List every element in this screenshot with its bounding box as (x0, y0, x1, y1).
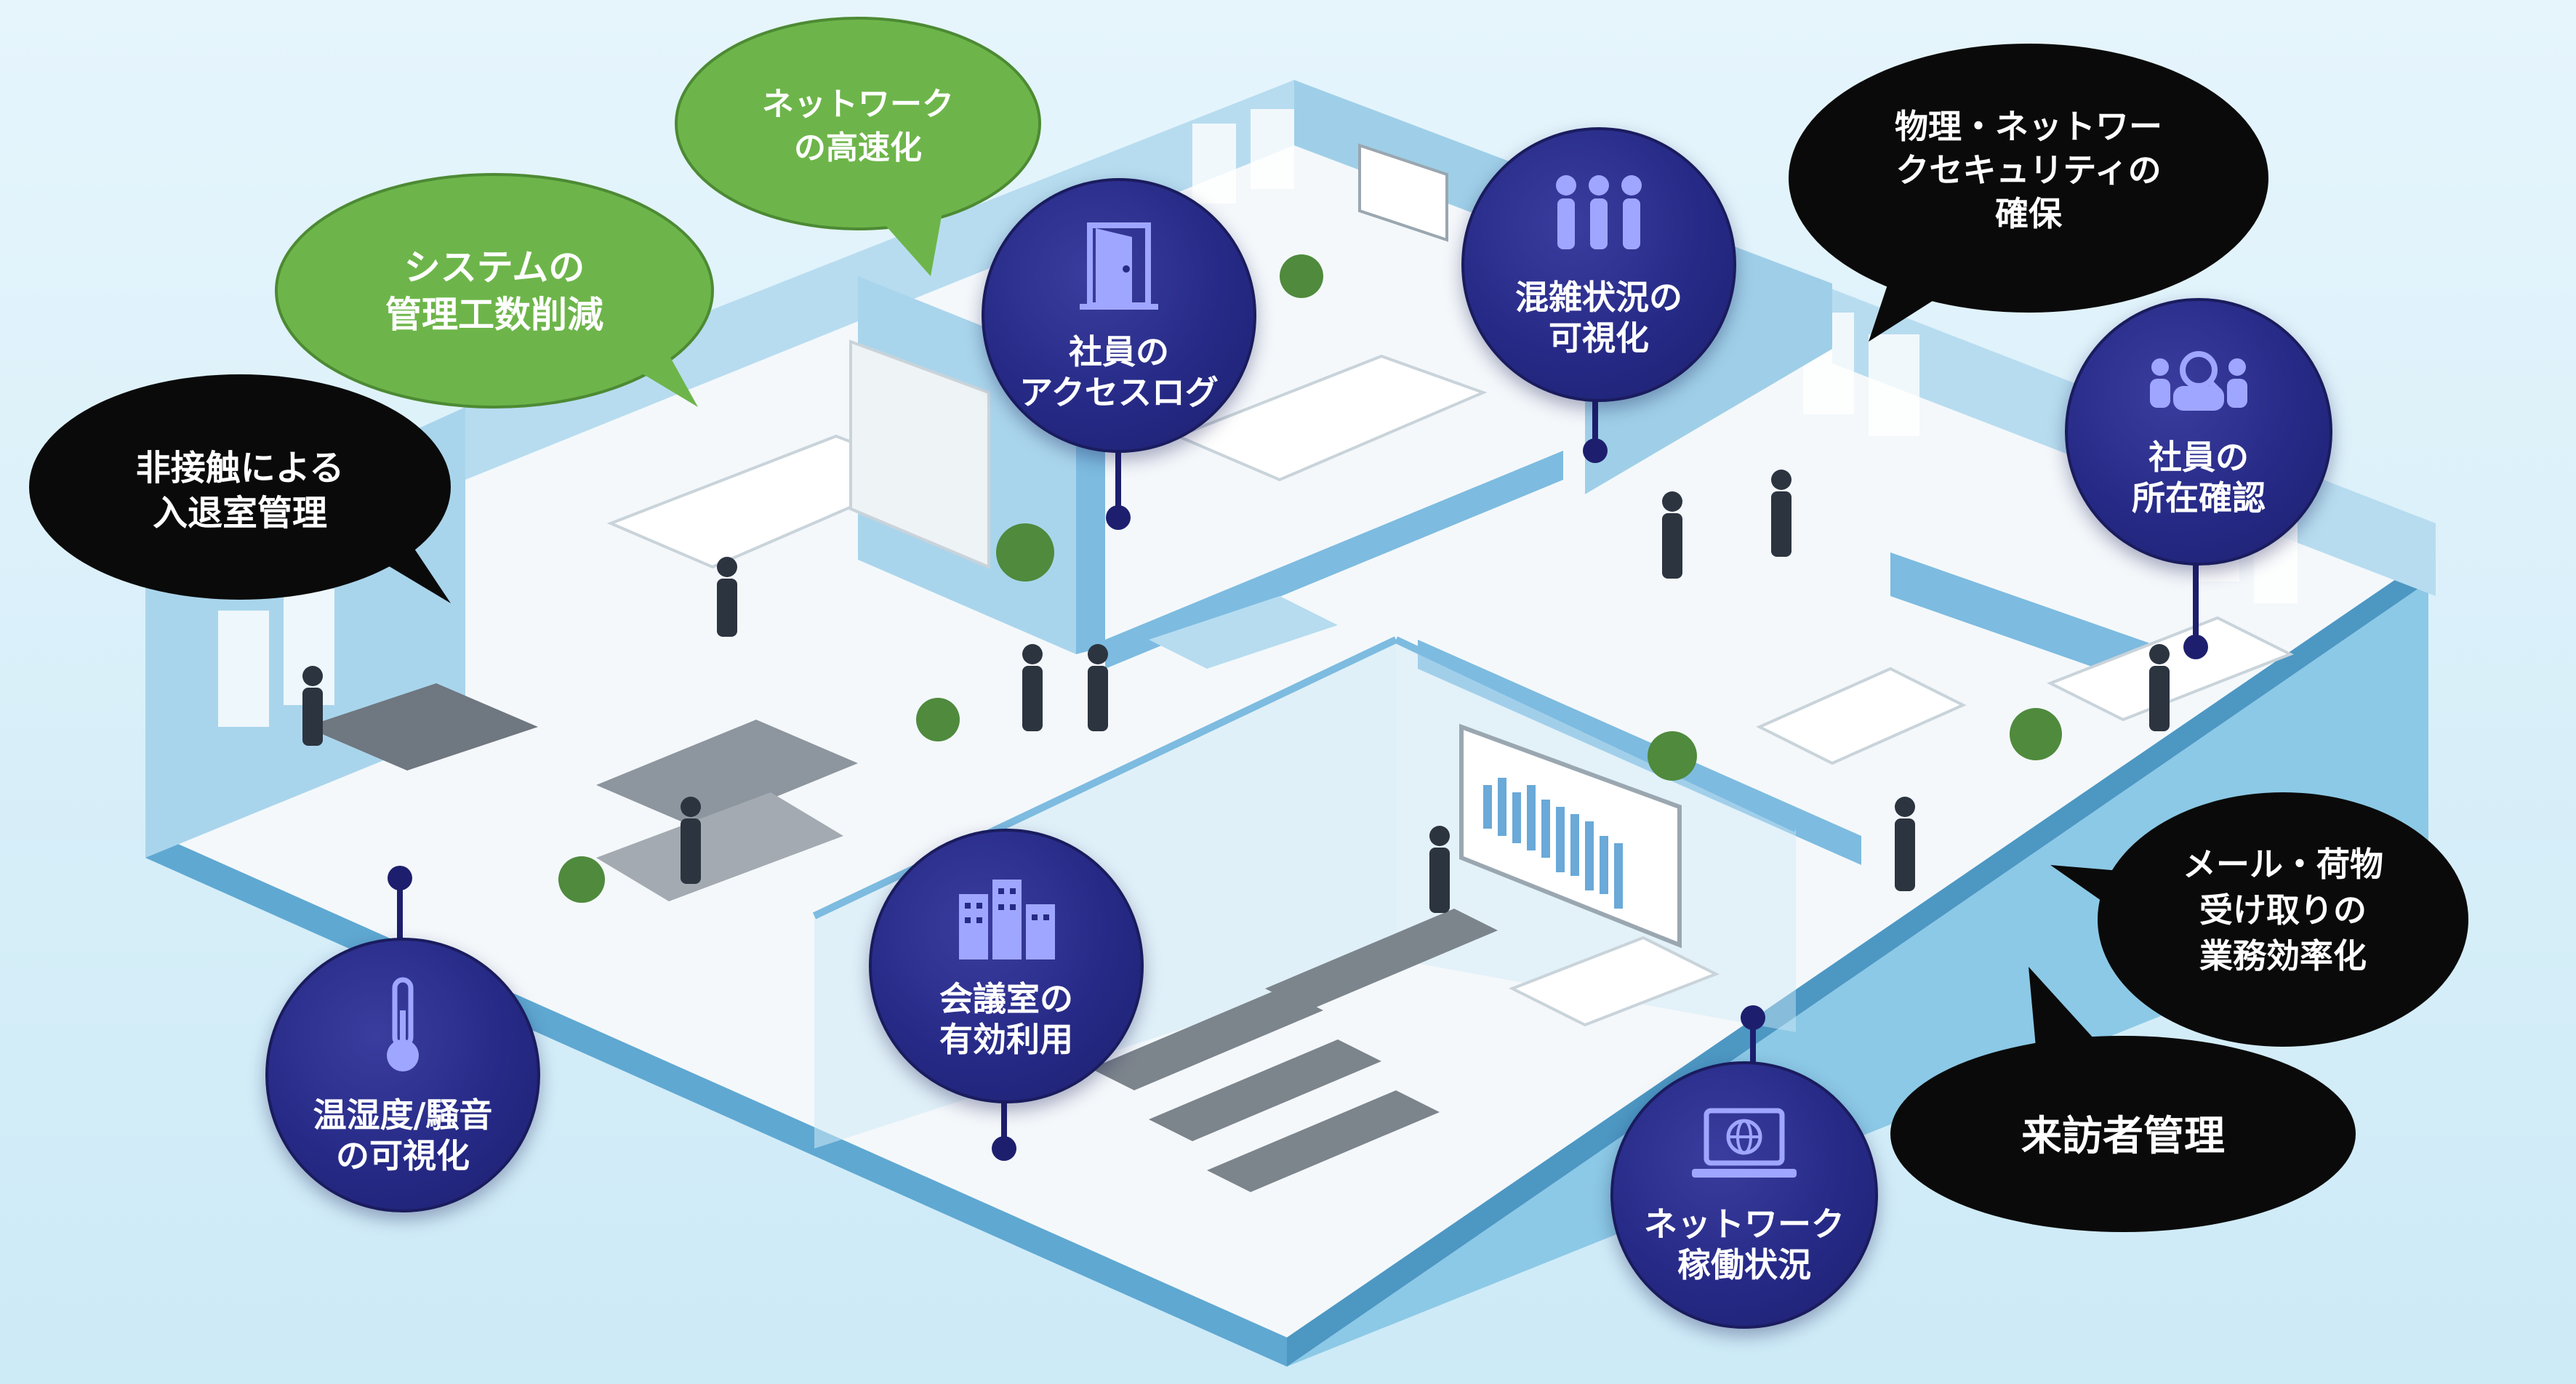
callout-bubbles: システムの 管理工数削減 ネットワーク の高速化 非接触による 入退室管理 物理… (29, 17, 2468, 1232)
callout-network-speed: ネットワーク の高速化 (675, 17, 1041, 276)
feature-access-log-line-1: 社員の (1069, 332, 1169, 371)
feature-environment: 温湿度/騒音 の可視化 (265, 938, 540, 1212)
callout-network-speed-line-2: の高速化 (794, 129, 922, 166)
callout-system-workload: システムの 管理工数削減 (275, 173, 714, 409)
callout-security-line-2: クセキュリティの (1895, 150, 2161, 190)
feature-network-status-line-2: 稼働状況 (1677, 1245, 1811, 1284)
callout-mail-parcel: メール・荷物 受け取りの 業務効率化 (2050, 792, 2468, 1047)
thermometer-icon (377, 974, 428, 1079)
laptop-globe-icon (1686, 1105, 1802, 1188)
feature-meeting-room: 会議室の 有効利用 (869, 829, 1144, 1103)
callout-mail-parcel-line-1: メール・荷物 (2183, 845, 2383, 884)
feature-congestion-line-2: 可視化 (1549, 318, 1649, 358)
callout-mail-parcel-line-2: 受け取りの (2199, 890, 2367, 930)
people-group-icon (1544, 171, 1653, 261)
feature-environment-line-2: の可視化 (336, 1136, 470, 1175)
callout-network-speed-line-1: ネットワーク (762, 86, 954, 123)
feature-meeting-room-line-1: 会議室の (939, 979, 1073, 1018)
callout-visitor: 来訪者管理 (1890, 967, 2356, 1232)
callout-system-workload-line-2: 管理工数削減 (385, 294, 603, 336)
buildings-icon (952, 872, 1061, 962)
feature-location-line-2: 所在確認 (2132, 478, 2266, 518)
callout-contactless-entry: 非接触による 入退室管理 (29, 374, 451, 603)
callout-contactless-entry-line-2: 入退室管理 (153, 493, 327, 534)
feature-location: 社員の 所在確認 (2065, 298, 2332, 566)
callout-visitor-line-1: 来訪者管理 (2021, 1113, 2225, 1160)
feature-environment-line-1: 温湿度/騒音 (313, 1095, 493, 1135)
callout-security-line-3: 確保 (1995, 194, 2063, 233)
feature-network-status-line-1: ネットワーク (1644, 1204, 1845, 1244)
feature-pins (388, 393, 2208, 1161)
feature-congestion-line-1: 混雑状況の (1515, 278, 1682, 317)
door-icon (1075, 218, 1163, 315)
feature-location-line-1: 社員の (2148, 438, 2249, 477)
callout-security: 物理・ネットワー クセキュリティの 確保 (1789, 44, 2268, 342)
people (302, 470, 2170, 913)
feature-access-log-line-2: アクセスログ (1019, 373, 1219, 412)
furniture (305, 143, 2294, 1192)
feature-network-status: ネットワーク 稼働状況 (1610, 1061, 1878, 1329)
callout-contactless-entry-line-1: 非接触による (136, 448, 345, 488)
callout-system-workload-line-1: システムの (404, 246, 585, 289)
feature-congestion: 混雑状況の 可視化 (1461, 127, 1736, 402)
person-search-icon (2144, 345, 2253, 421)
feature-meeting-room-line-2: 有効利用 (939, 1020, 1073, 1059)
feature-access-log: 社員の アクセスログ (982, 178, 1256, 453)
callout-mail-parcel-line-3: 業務効率化 (2199, 936, 2367, 975)
callout-security-line-1: 物理・ネットワー (1895, 107, 2162, 146)
